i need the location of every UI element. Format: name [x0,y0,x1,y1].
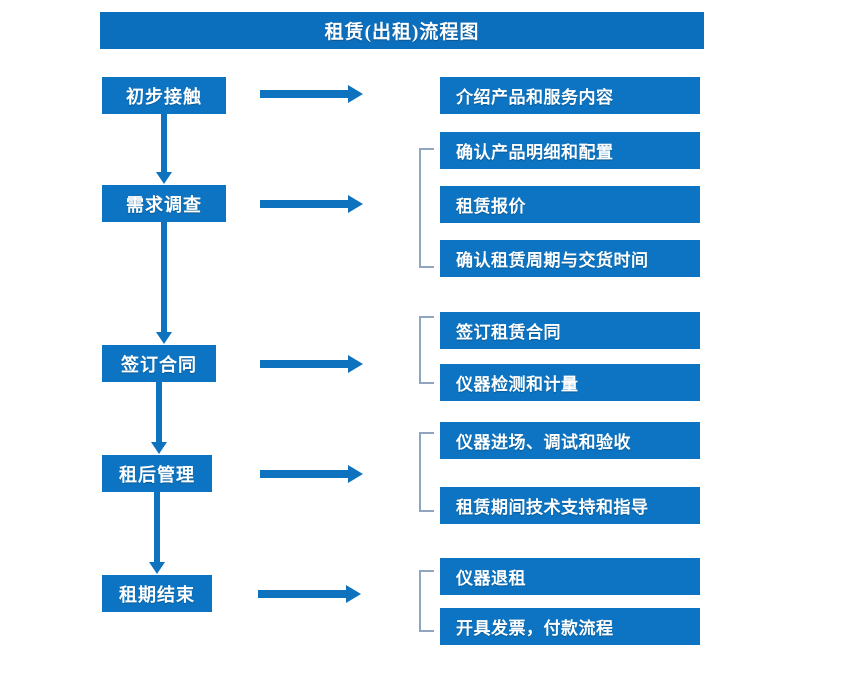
right-arrow-icon-3 [260,354,364,374]
detail-box-3-1[interactable]: 签订租赁合同 [440,312,700,349]
page-title: 租赁(出租)流程图 [100,12,704,49]
stage-box-1[interactable]: 初步接触 [102,77,226,114]
bracket-connector-icon-3 [418,316,434,384]
detail-box-4-1[interactable]: 仪器进场、调试和验收 [440,422,700,459]
detail-box-3-2[interactable]: 仪器检测和计量 [440,364,700,401]
down-arrow-icon-3 [148,382,170,456]
detail-box-1-1[interactable]: 介绍产品和服务内容 [440,77,700,114]
stage-box-3[interactable]: 签订合同 [102,345,216,382]
detail-box-5-1[interactable]: 仪器退租 [440,558,700,595]
right-arrow-icon-2 [260,194,364,214]
bracket-connector-icon-4 [418,432,434,512]
detail-box-2-2[interactable]: 租赁报价 [440,186,700,223]
right-arrow-icon-5 [258,584,362,604]
detail-box-2-1[interactable]: 确认产品明细和配置 [440,132,700,169]
detail-box-4-2[interactable]: 租赁期间技术支持和指导 [440,487,700,524]
stage-box-4[interactable]: 租后管理 [102,455,212,492]
stage-box-5[interactable]: 租期结束 [102,575,212,612]
down-arrow-icon-4 [146,492,168,576]
detail-box-2-3[interactable]: 确认租赁周期与交货时间 [440,240,700,277]
stage-box-2[interactable]: 需求调查 [102,185,226,222]
bracket-connector-icon-2 [418,148,434,268]
right-arrow-icon-4 [260,464,364,484]
detail-box-5-2[interactable]: 开具发票，付款流程 [440,608,700,645]
down-arrow-icon-1 [153,114,175,186]
bracket-connector-icon-5 [418,570,434,632]
down-arrow-icon-2 [153,222,175,346]
right-arrow-icon-1 [260,84,364,104]
